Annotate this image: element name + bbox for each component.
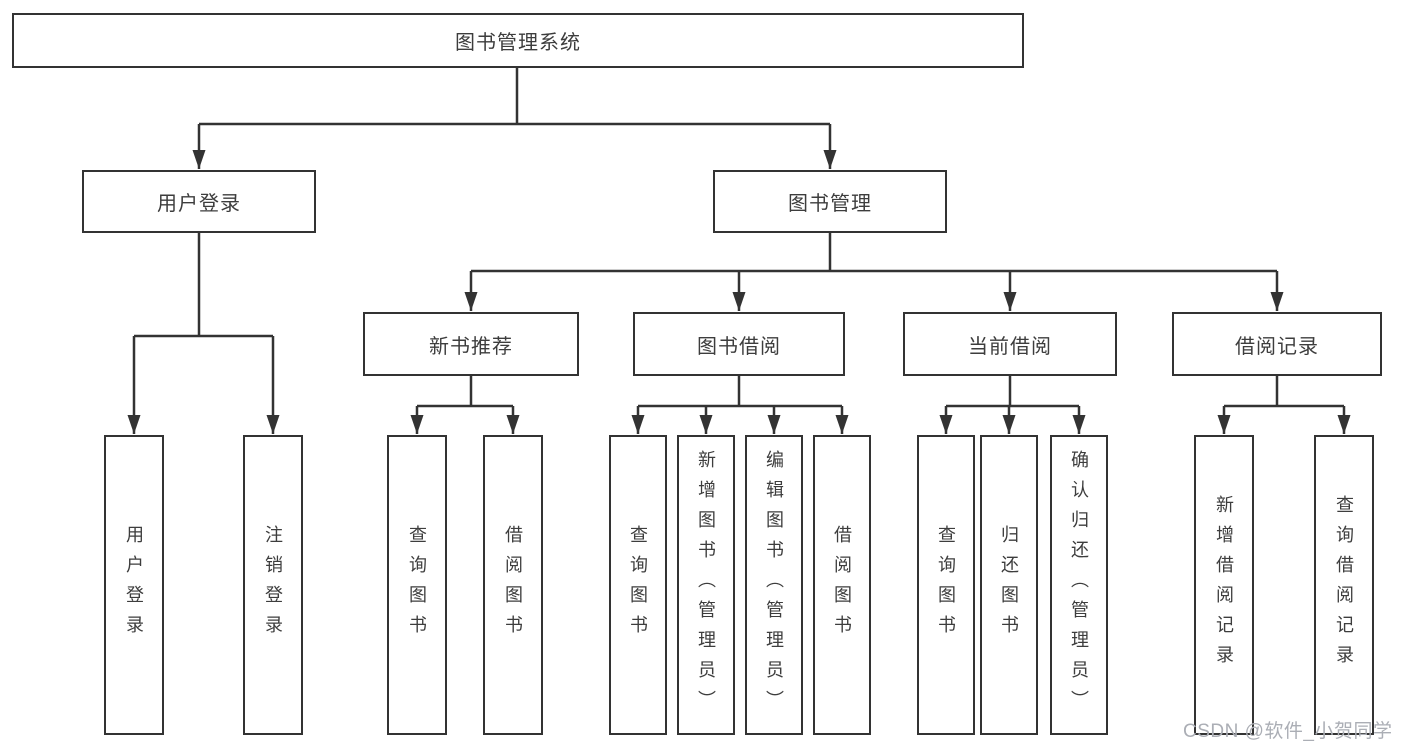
node-new-book-recommend: 新书推荐 <box>363 312 579 376</box>
leaf-borrowing-edit-books-admin: 编辑图书（管理员） <box>745 435 803 735</box>
node-user-login: 用户登录 <box>82 170 316 233</box>
node-library-management-system: 图书管理系统 <box>12 13 1024 68</box>
leaf-records-add-record: 新增借阅记录 <box>1194 435 1254 735</box>
node-current-borrowing: 当前借阅 <box>903 312 1117 376</box>
leaf-logout: 注销登录 <box>243 435 303 735</box>
leaf-user-login: 用户登录 <box>104 435 164 735</box>
leaf-records-query-record: 查询借阅记录 <box>1314 435 1374 735</box>
csdn-watermark: CSDN @软件_小贺同学 <box>1183 721 1393 742</box>
node-book-borrowing: 图书借阅 <box>633 312 845 376</box>
leaf-current-query-books: 查询图书 <box>917 435 975 735</box>
leaf-current-return-books: 归还图书 <box>980 435 1038 735</box>
leaf-borrowing-query-books: 查询图书 <box>609 435 667 735</box>
leaf-current-confirm-return-admin: 确认归还（管理员） <box>1050 435 1108 735</box>
leaf-recommend-query-books: 查询图书 <box>387 435 447 735</box>
node-borrow-records: 借阅记录 <box>1172 312 1382 376</box>
leaf-borrowing-borrow-books: 借阅图书 <box>813 435 871 735</box>
leaf-recommend-borrow-books: 借阅图书 <box>483 435 543 735</box>
node-book-management: 图书管理 <box>713 170 947 233</box>
leaf-borrowing-add-books-admin: 新增图书（管理员） <box>677 435 735 735</box>
